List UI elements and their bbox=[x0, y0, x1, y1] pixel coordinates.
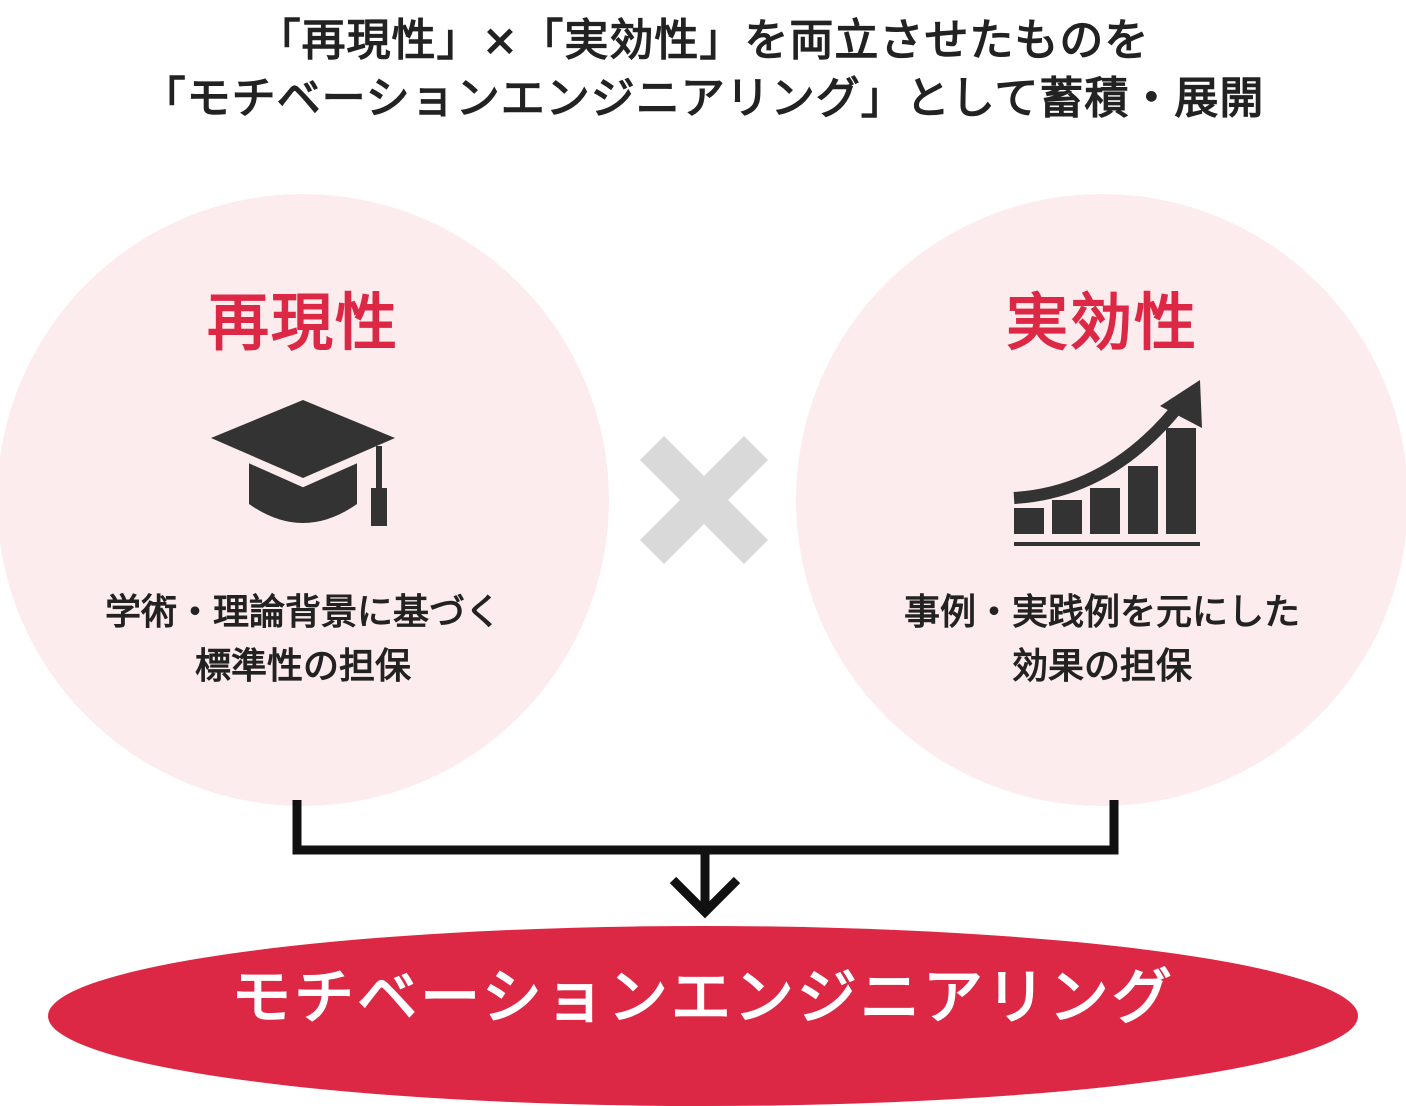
reproducibility-desc-line-2: 標準性の担保 bbox=[194, 646, 411, 687]
effectiveness-title: 実効性 bbox=[1005, 286, 1198, 359]
reproducibility-description: 学術・理論背景に基づく 標準性の担保 bbox=[0, 586, 609, 694]
graduation-cap-icon bbox=[205, 400, 401, 530]
reproducibility-title: 再現性 bbox=[206, 286, 399, 359]
effectiveness-desc-line-1: 事例・実践例を元にした bbox=[903, 592, 1300, 633]
headline-line-1: 「再現性」×「実効性」を両立させたものを bbox=[256, 15, 1150, 66]
result-ellipse bbox=[48, 926, 1358, 1106]
reproducibility-desc-line-1: 学術・理論背景に基づく bbox=[104, 592, 501, 633]
down-arrow-icon bbox=[669, 876, 741, 919]
multiply-icon bbox=[630, 426, 778, 574]
result-label: モチベーションエンジニアリング bbox=[231, 963, 1175, 1033]
headline: 「再現性」×「実効性」を両立させたものを 「モチベーションエンジニアリング」とし… bbox=[0, 12, 1406, 128]
headline-line-2: 「モチベーションエンジニアリング」として蓄積・展開 bbox=[141, 73, 1265, 124]
reproducibility-circle: 再現性 学術・理論背景に基づく 標準性の担保 bbox=[0, 194, 609, 806]
effectiveness-description: 事例・実践例を元にした 効果の担保 bbox=[796, 586, 1406, 694]
effectiveness-desc-line-2: 効果の担保 bbox=[1011, 646, 1192, 687]
effectiveness-circle: 実効性 事例・実践例を元にした 効果の担保 bbox=[796, 194, 1406, 806]
growth-bar-chart-icon bbox=[1002, 380, 1202, 552]
